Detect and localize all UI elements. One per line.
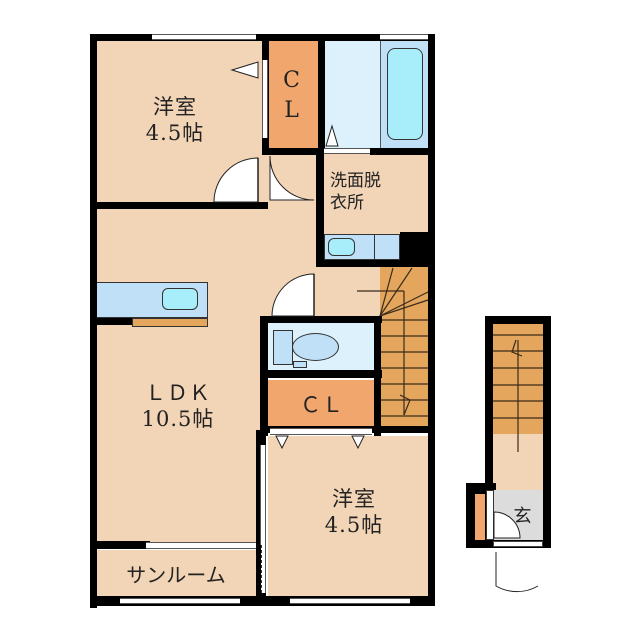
vanity-sink bbox=[328, 238, 355, 256]
closet1-door[interactable] bbox=[262, 60, 268, 138]
window-bath bbox=[380, 34, 428, 40]
closet-2-label: ＣＬ bbox=[272, 392, 372, 418]
washroom-corner-block bbox=[400, 232, 432, 264]
wall-bedroom1-bottom bbox=[90, 202, 268, 209]
bedroom-1-label: 洋室 4.5帖 bbox=[130, 94, 220, 146]
wall-sunroom-top bbox=[90, 541, 150, 549]
sliding-door-sunroom[interactable] bbox=[261, 545, 266, 593]
kitchen-sink bbox=[162, 288, 198, 310]
toilet-base bbox=[293, 361, 307, 368]
washroom-floor bbox=[324, 154, 428, 234]
closet2-door[interactable] bbox=[270, 428, 372, 435]
wall-toilet-top bbox=[260, 316, 382, 323]
washing-machine-space bbox=[374, 234, 400, 260]
wall-washroom-left bbox=[316, 154, 324, 266]
bedroom-2-floor bbox=[268, 436, 430, 596]
entrance-text: 玄 bbox=[513, 506, 533, 527]
wall-bath-bottom bbox=[370, 148, 434, 155]
closet-2-text: ＣＬ bbox=[300, 393, 344, 417]
closet-1 bbox=[268, 40, 318, 148]
washroom-line2: 衣所 bbox=[330, 193, 364, 213]
wall-closet1-bottom bbox=[262, 148, 322, 155]
sliding-door-ldk-bedroom2[interactable] bbox=[260, 445, 266, 545]
ldk-name: ＬＤＫ bbox=[145, 381, 211, 405]
toilet-bowl bbox=[292, 333, 339, 361]
window-bedroom1 bbox=[152, 34, 256, 40]
window-sunroom bbox=[120, 598, 240, 604]
wall-closet1-right bbox=[318, 34, 325, 154]
wall-right bbox=[428, 34, 435, 606]
sunroom-text: サンルーム bbox=[126, 563, 226, 587]
shoe-cabinet bbox=[475, 494, 485, 540]
washroom-label: 洗面脱 衣所 bbox=[330, 170, 414, 214]
bedroom-1-name: 洋室 bbox=[153, 95, 197, 119]
bedroom-1-size: 4.5帖 bbox=[145, 121, 205, 145]
kitchen-counter-edge bbox=[132, 318, 208, 327]
closet-2 bbox=[268, 380, 374, 426]
wall-left bbox=[90, 34, 97, 608]
bedroom-2-name: 洋室 bbox=[332, 487, 376, 511]
entrance-label: 玄 bbox=[506, 504, 540, 530]
closet-1-line1: C bbox=[283, 68, 301, 93]
window-sunroom-inner bbox=[146, 542, 256, 549]
bathtub bbox=[387, 48, 423, 140]
bedroom-2-label: 洋室 4.5帖 bbox=[304, 486, 404, 538]
entrance-threshold bbox=[493, 541, 543, 547]
closet-1-label: C L bbox=[272, 66, 312, 126]
bath-door[interactable] bbox=[324, 148, 370, 154]
stair-landing-floor bbox=[320, 266, 380, 318]
sunroom-label: サンルーム bbox=[100, 562, 252, 588]
wall-washroom-bottom bbox=[316, 260, 434, 267]
bedroom-2-size: 4.5帖 bbox=[324, 513, 384, 537]
ldk-label: ＬＤＫ 10.5帖 bbox=[118, 380, 238, 432]
wall-toilet-bottom bbox=[260, 370, 382, 378]
closet-1-line2: L bbox=[284, 98, 300, 123]
washroom-line1: 洗面脱 bbox=[330, 171, 381, 191]
sunroom-floor bbox=[96, 550, 256, 596]
window-bedroom2 bbox=[290, 598, 410, 604]
ldk-size: 10.5帖 bbox=[141, 407, 215, 431]
wall-kitchen-stub bbox=[96, 318, 132, 325]
